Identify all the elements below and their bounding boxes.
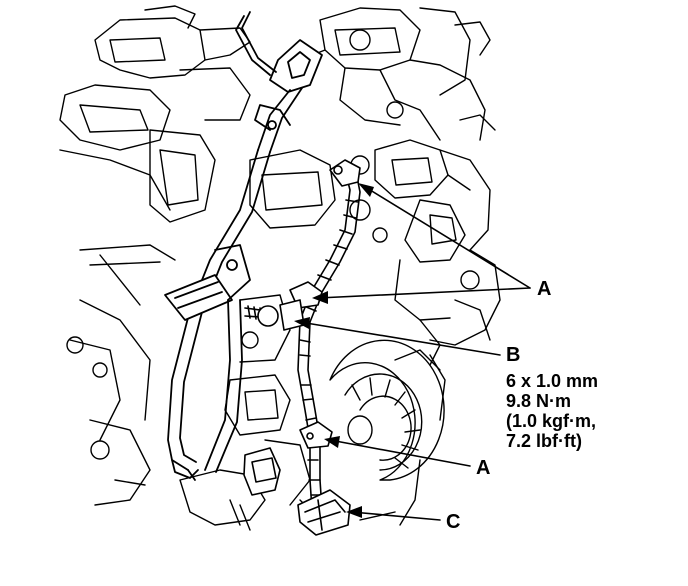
leader-c bbox=[351, 511, 441, 521]
leader-lines bbox=[299, 184, 531, 521]
bolt-size: 6 x 1.0 mm bbox=[506, 371, 599, 391]
wire-harness bbox=[243, 159, 361, 536]
leader-a-upper-to-mid-clip bbox=[317, 287, 531, 299]
arrowhead-a-mid bbox=[312, 291, 328, 304]
dipstick-tube bbox=[164, 11, 323, 481]
torque-lbf: 7.2 lbf·ft) bbox=[506, 431, 582, 451]
arrowhead-a-top bbox=[358, 183, 374, 197]
arrowhead-a-lower bbox=[324, 436, 340, 448]
callout-c: C bbox=[446, 511, 461, 533]
callout-b: B bbox=[506, 344, 521, 366]
callout-a-upper: A bbox=[537, 278, 552, 300]
leader-a-lower bbox=[329, 439, 471, 467]
bolt-spec-block: 6 x 1.0 mm 9.8 N·m (1.0 kgf·m, 7.2 lbf·f… bbox=[506, 371, 598, 451]
leader-a-upper-to-top-clip bbox=[361, 184, 531, 289]
arrowhead-b bbox=[294, 317, 310, 329]
torque-kgf: (1.0 kgf·m, bbox=[506, 411, 597, 431]
arrowhead-c bbox=[346, 506, 362, 518]
leader-b bbox=[299, 321, 501, 356]
engine-block-outline bbox=[59, 5, 501, 531]
torque-nm: 9.8 N·m bbox=[506, 391, 572, 411]
callout-a-lower: A bbox=[476, 457, 491, 479]
arrowheads bbox=[294, 183, 374, 518]
